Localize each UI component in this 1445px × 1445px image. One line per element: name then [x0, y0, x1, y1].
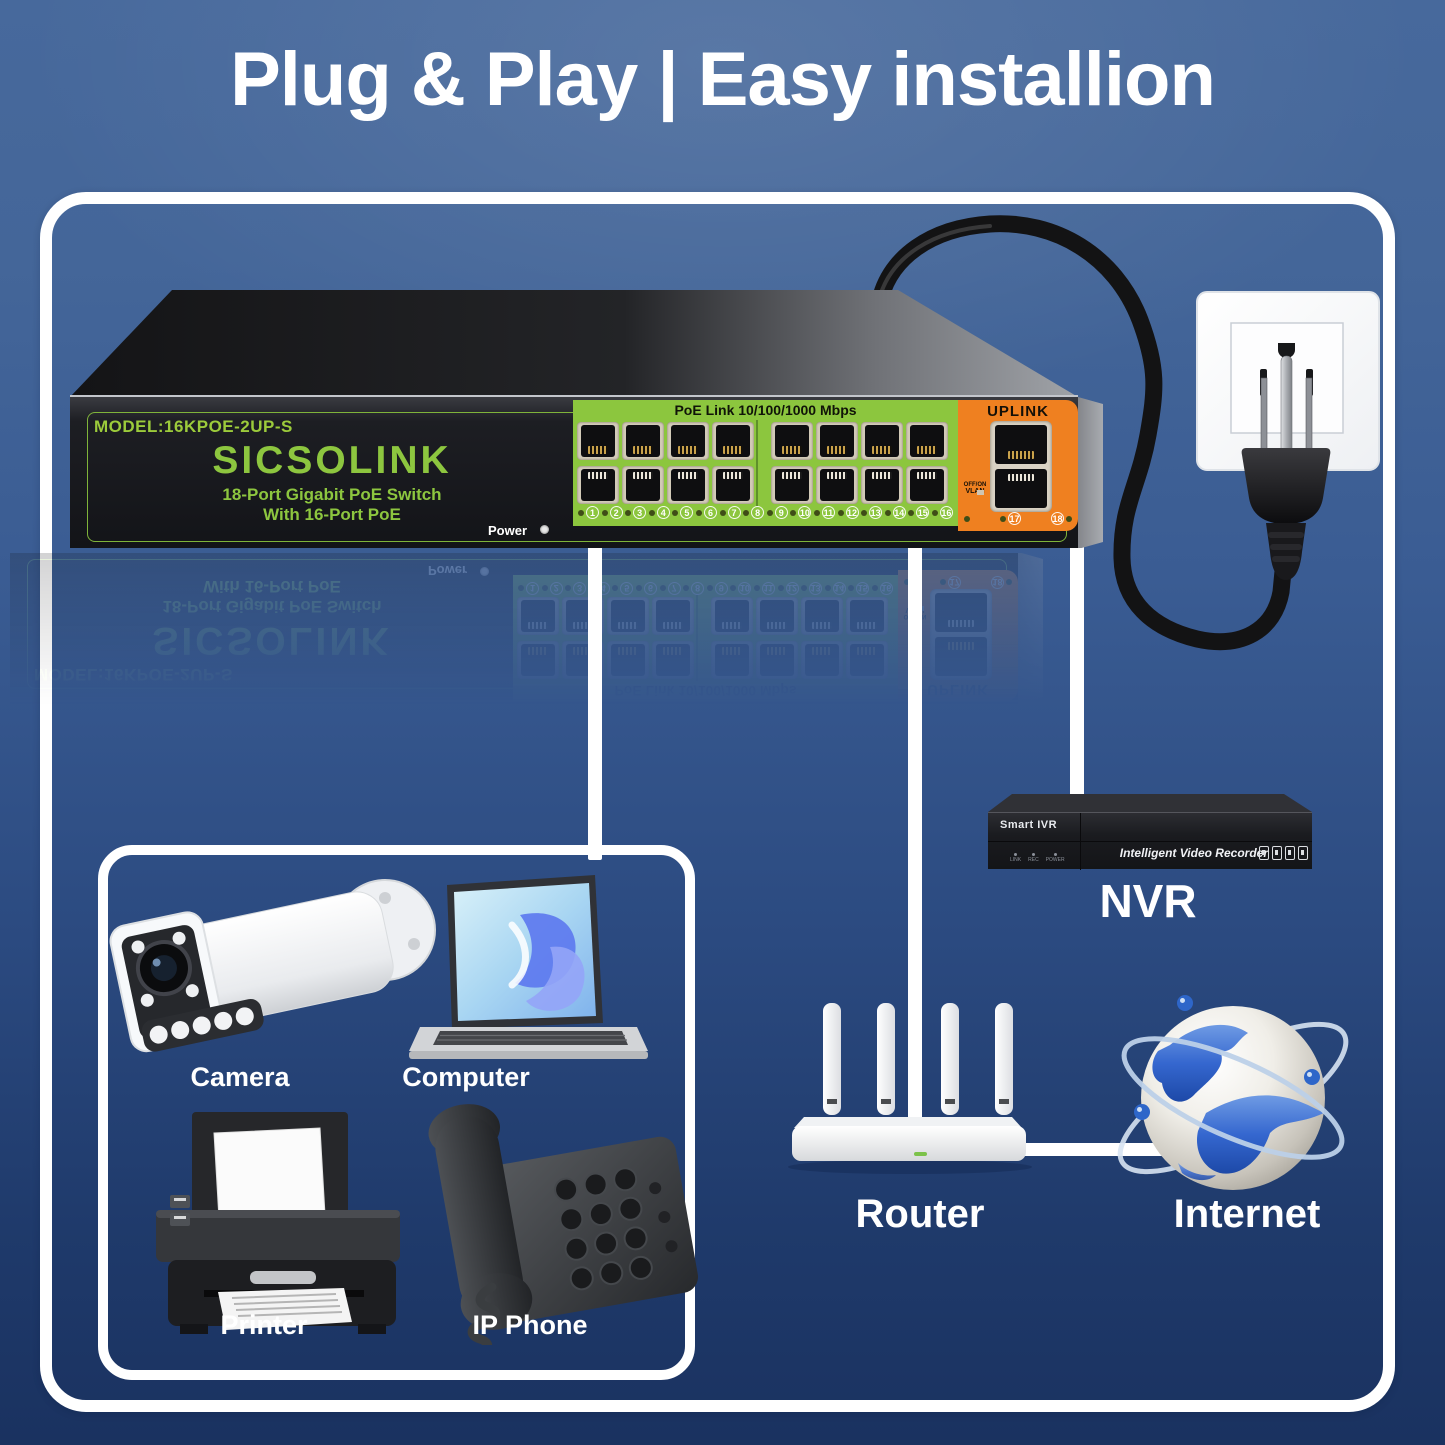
- power-led: [540, 525, 549, 534]
- rj45-port: [771, 422, 813, 460]
- port-led-4: 4: [648, 506, 670, 519]
- internet-label: Internet: [1173, 1192, 1321, 1236]
- port-led-16: 16: [931, 506, 953, 519]
- rj45-port: [577, 422, 619, 460]
- rj45-port: [622, 466, 664, 504]
- port-group-divider: [756, 420, 758, 506]
- poe-section-header: PoE Link 10/100/1000 Mbps: [674, 402, 857, 418]
- switch-top-face: [70, 290, 1078, 397]
- port-led-9: 9: [766, 506, 788, 519]
- nvr-icon-strip: [1259, 846, 1308, 860]
- port-led-1: 1: [578, 506, 599, 519]
- camera-image: [109, 879, 436, 1053]
- power-led-label: Power: [488, 523, 528, 538]
- usb-icon: [1259, 846, 1269, 860]
- nvr-led-power: POWER: [1046, 853, 1065, 863]
- printer-label: Printer: [220, 1310, 308, 1340]
- port-led-5: 5: [672, 506, 694, 519]
- nvr-led-rec: REC: [1028, 853, 1039, 863]
- printer-image: [156, 1112, 400, 1334]
- nvr-badge: Smart IVR: [1000, 819, 1058, 831]
- rj45-port: [906, 466, 948, 504]
- rj45-port: [622, 422, 664, 460]
- rj45-port: [861, 422, 903, 460]
- switch-side-face: [1078, 397, 1103, 548]
- port-led-3: 3: [625, 506, 647, 519]
- switch-subtitle-2: With 16-Port PoE: [263, 505, 401, 524]
- nvr-led-link: LINK: [1010, 853, 1021, 863]
- nvr-seam: [988, 841, 1312, 842]
- switch-front-panel: MODEL:16KPOE-2UP-S SICSOLINK 18-Port Gig…: [70, 395, 1078, 548]
- port-led-17: 17: [1000, 512, 1021, 525]
- rj45-port: [816, 466, 858, 504]
- nvr-image: Smart IVR Intelligent Video Recorder LIN…: [988, 812, 1312, 870]
- camera-label: Camera: [190, 1062, 290, 1092]
- vlan-onoff-label: OFF/ON: [963, 482, 987, 488]
- rj45-port: [712, 422, 754, 460]
- nvr-front-text: Intelligent Video Recorder: [1119, 846, 1268, 860]
- rj45-port: [712, 466, 754, 504]
- poe-devices-group-box: [98, 845, 695, 1380]
- router-image: [788, 1003, 1032, 1174]
- page-title: Plug & Play | Easy installion: [230, 37, 1216, 122]
- port-led-13: 13: [861, 506, 883, 519]
- nvr-led-labels: LINK REC POWER: [1010, 853, 1065, 863]
- port-led-7: 7: [719, 506, 741, 519]
- port-led-11: 11: [813, 506, 835, 519]
- computer-image: [409, 875, 648, 1059]
- port-led-18: 18: [1051, 512, 1072, 525]
- switch-chassis: [70, 290, 1103, 548]
- uplink-port-18: [995, 469, 1047, 508]
- port-led-6: 6: [695, 506, 717, 519]
- power-icon: [1272, 846, 1282, 860]
- line-router-to-internet: [1005, 1143, 1201, 1156]
- ip-phone-label: IP Phone: [472, 1310, 588, 1340]
- poe-switch: MODEL:16KPOE-2UP-S SICSOLINK 18-Port Gig…: [60, 280, 1120, 548]
- uplink-port-plate: [990, 421, 1052, 512]
- port-led-10: 10: [790, 506, 812, 519]
- ip-phone-image: [428, 1104, 699, 1345]
- internet-globe-icon: [1117, 995, 1349, 1190]
- rj45-port: [816, 422, 858, 460]
- nvr-label: NVR: [1099, 875, 1197, 927]
- port-led-8: 8: [743, 506, 765, 519]
- hdd-icon: [1298, 846, 1308, 860]
- port-led-2: 2: [601, 506, 623, 519]
- net-icon: [1285, 846, 1295, 860]
- vlan-switch-group: OFF/ON VLAN: [960, 482, 990, 495]
- uplink-port-17: [995, 425, 1047, 464]
- switch-subtitle-1: 18-Port Gigabit PoE Switch: [222, 485, 442, 504]
- port-led-14: 14: [884, 506, 906, 519]
- nvr-top-face: [988, 794, 1312, 812]
- port-led-12: 12: [837, 506, 859, 519]
- computer-label: Computer: [402, 1062, 530, 1092]
- rj45-port: [906, 422, 948, 460]
- brand-logo: SICSOLINK: [212, 439, 452, 482]
- power-plug-icon: [1241, 355, 1331, 580]
- vlan-label: VLAN: [965, 488, 985, 495]
- rj45-port: [861, 466, 903, 504]
- rj45-port: [667, 422, 709, 460]
- power-cable: [871, 215, 1293, 651]
- uplink-label: UPLINK: [987, 403, 1049, 420]
- power-cable-and-outlet: [871, 215, 1380, 651]
- rj45-port: [667, 466, 709, 504]
- model-number: MODEL:16KPOE-2UP-S: [94, 417, 293, 436]
- rj45-port: [577, 466, 619, 504]
- rj45-port: [771, 466, 813, 504]
- poe-port-grid: [577, 422, 948, 504]
- port-led-15: 15: [908, 506, 930, 519]
- router-label: Router: [855, 1192, 985, 1236]
